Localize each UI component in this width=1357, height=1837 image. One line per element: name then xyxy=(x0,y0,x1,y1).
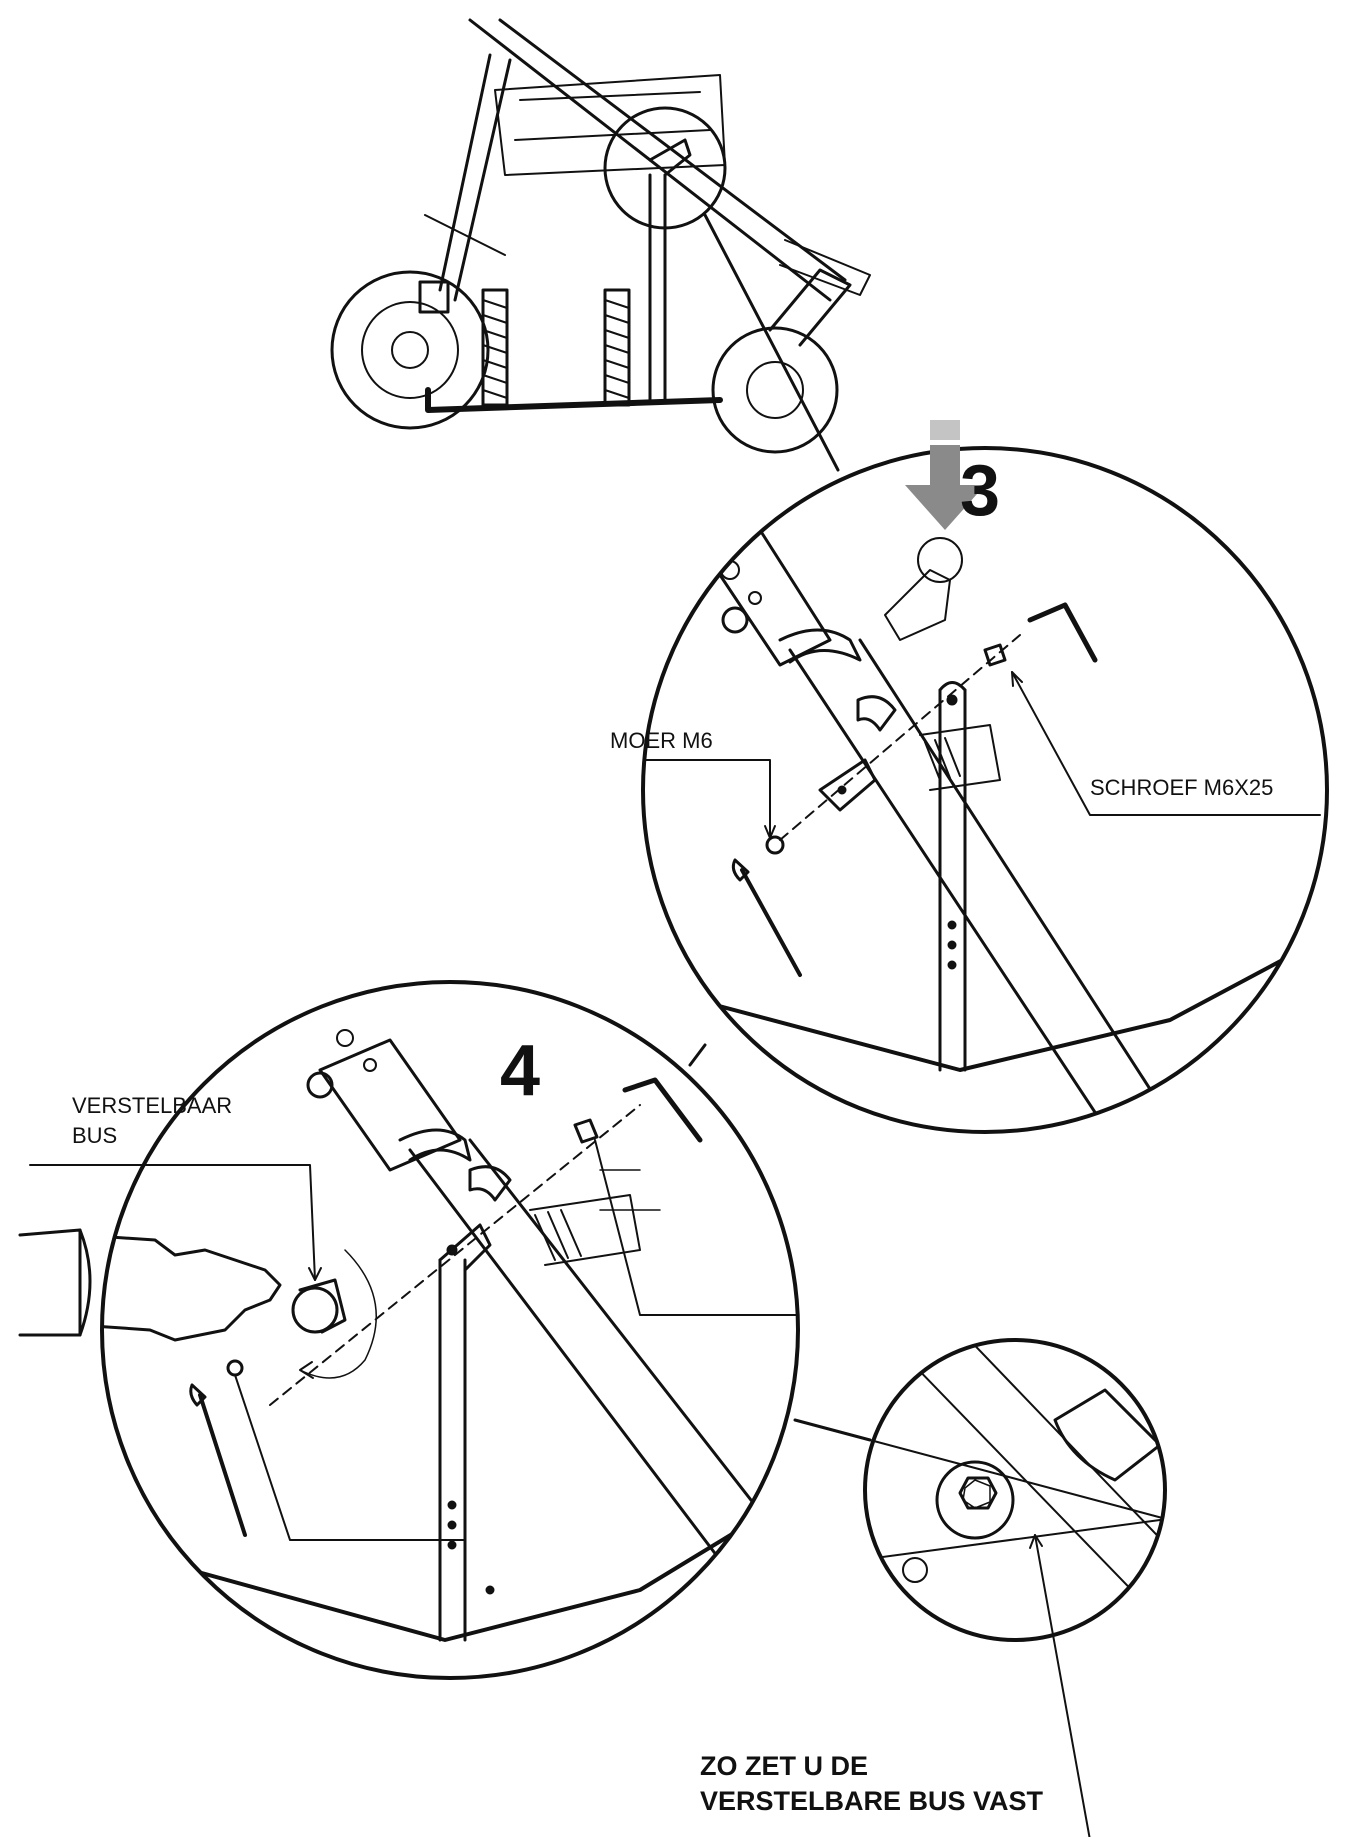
note-line2: VERSTELBARE BUS VAST xyxy=(700,1786,1044,1816)
detail-callout-circle xyxy=(603,106,727,230)
step-number-4: 4 xyxy=(500,1031,541,1111)
step-number-3: 3 xyxy=(960,451,1001,531)
closeup-detail-circle xyxy=(863,1338,1167,1642)
label-adjustable-bush-line1: VERSTELBAAR xyxy=(72,1093,233,1118)
step3-detail xyxy=(641,420,1329,1134)
label-nut-m6: MOER M6 xyxy=(610,728,713,753)
rear-wheel xyxy=(330,270,490,430)
note-line1: ZO ZET U DE xyxy=(700,1751,868,1781)
step3-detail-circle xyxy=(641,446,1329,1134)
front-caster-wheel xyxy=(711,326,839,454)
hex-nut xyxy=(958,1476,998,1510)
wheelchair-overview xyxy=(330,18,871,472)
hand-drawing xyxy=(102,1233,282,1342)
adjustable-bush xyxy=(291,1286,339,1334)
label-adjustable-bush-line2: BUS xyxy=(72,1123,118,1148)
closeup-detail xyxy=(863,1338,1167,1837)
step4-detail xyxy=(18,980,872,1680)
step4-detail-circle xyxy=(100,980,800,1680)
step3-arrow xyxy=(905,420,985,530)
label-screw-m6x25: SCHROEF M6X25 xyxy=(1090,775,1274,800)
